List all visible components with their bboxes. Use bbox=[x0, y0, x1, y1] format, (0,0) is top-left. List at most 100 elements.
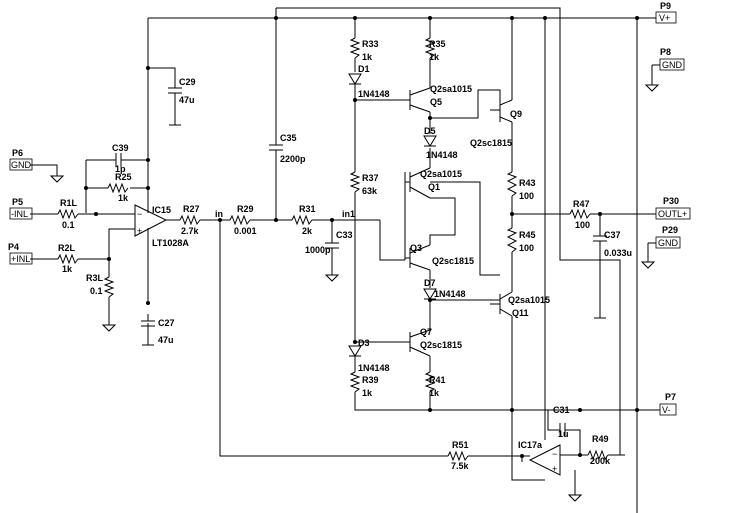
net-in1-label: in1 bbox=[342, 209, 355, 219]
q3-part: Q2sc1815 bbox=[432, 256, 474, 266]
r47-ref: R47 bbox=[573, 199, 590, 209]
r37-ref: R37 bbox=[362, 173, 379, 183]
c29-ref: C29 bbox=[179, 77, 196, 87]
ic15-ref: IC15 bbox=[152, 205, 171, 215]
r45-symbol bbox=[506, 227, 518, 253]
r45-ref: R45 bbox=[519, 230, 536, 240]
r27-value: 2.7k bbox=[181, 226, 200, 236]
r43-value: 100 bbox=[519, 191, 534, 201]
r49-ref: R49 bbox=[592, 434, 609, 444]
r33-value: 1k bbox=[362, 52, 373, 62]
port-p29-label: GND bbox=[658, 238, 679, 248]
c37-ref: C37 bbox=[604, 230, 621, 240]
r31-symbol bbox=[291, 214, 313, 226]
ic15-symbol bbox=[134, 204, 168, 237]
r29-symbol bbox=[229, 214, 251, 226]
r31-value: 2k bbox=[302, 226, 313, 236]
port-p30-label: OUTL+ bbox=[658, 209, 687, 219]
port-p30-name: P30 bbox=[663, 196, 679, 206]
c27-value: 47u bbox=[158, 335, 174, 345]
r35-value: 1k bbox=[429, 52, 440, 62]
transistor-symbols bbox=[405, 87, 513, 357]
r47-value: 100 bbox=[575, 220, 590, 230]
r37-value: 63k bbox=[362, 186, 378, 196]
r39-symbol bbox=[349, 371, 361, 393]
r41-ref: R41 bbox=[429, 375, 446, 385]
r33-symbol bbox=[349, 37, 361, 59]
r39-ref: R39 bbox=[362, 375, 379, 385]
c35-ref: C35 bbox=[280, 133, 297, 143]
r35-ref: R35 bbox=[429, 39, 446, 49]
d3-part: 1N4148 bbox=[358, 363, 390, 373]
c27-ref: C27 bbox=[158, 318, 175, 328]
d7-part: 1N4148 bbox=[434, 289, 466, 299]
d7-symbol bbox=[423, 288, 437, 300]
d1-part: 1N4148 bbox=[358, 89, 390, 99]
svg-text:−: − bbox=[552, 449, 557, 459]
resistor-symbols bbox=[57, 37, 609, 462]
q1-ref: Q1 bbox=[428, 182, 440, 192]
d5-part: 1N4148 bbox=[426, 150, 458, 160]
q1-part: Q2sa1015 bbox=[420, 169, 462, 179]
port-p6-name: P6 bbox=[12, 148, 23, 158]
port-p4-name: P4 bbox=[8, 242, 19, 252]
r51-ref: R51 bbox=[452, 440, 469, 450]
q7-ref: Q7 bbox=[420, 327, 432, 337]
q5-ref: Q5 bbox=[430, 97, 442, 107]
c33-ref: C33 bbox=[336, 230, 353, 240]
svg-text:+: + bbox=[552, 464, 557, 474]
r31-ref: R31 bbox=[299, 204, 316, 214]
c31-ref: C31 bbox=[553, 405, 570, 415]
svg-text:+: + bbox=[137, 226, 142, 236]
r37-symbol bbox=[349, 171, 361, 193]
q9-part: Q2sc1815 bbox=[470, 138, 512, 148]
port-boxes bbox=[9, 11, 691, 416]
r25-ref: R25 bbox=[115, 172, 132, 182]
r29-value: 0.001 bbox=[234, 226, 257, 236]
port-p9-name: P9 bbox=[660, 1, 671, 11]
r49-value: 200k bbox=[590, 456, 611, 466]
net-in-label: in bbox=[215, 209, 223, 219]
q7-part: Q2sc1815 bbox=[420, 340, 462, 350]
port-p9-label: V+ bbox=[659, 13, 670, 23]
d3-ref: D3 bbox=[358, 338, 370, 348]
d5-ref: D5 bbox=[424, 126, 436, 136]
capacitor-symbols bbox=[108, 80, 607, 437]
d1-ref: D1 bbox=[358, 64, 370, 74]
ic17-ref: IC17a bbox=[518, 440, 543, 450]
r1l-ref: R1L bbox=[60, 198, 78, 208]
port-p7-label: V- bbox=[662, 405, 671, 415]
ic15-part: LT1028A bbox=[152, 238, 189, 248]
d1-symbol bbox=[348, 73, 362, 85]
opamp-symbols: − + − + bbox=[134, 204, 561, 476]
q5-part: Q2sa1015 bbox=[430, 84, 472, 94]
port-p5-label: -INL bbox=[11, 209, 28, 219]
r47-symbol bbox=[569, 208, 591, 220]
port-p7-name: P7 bbox=[665, 392, 676, 402]
q11-part: Q2sa1015 bbox=[508, 295, 550, 305]
r41-symbol bbox=[424, 371, 436, 393]
r2l-symbol bbox=[57, 253, 79, 265]
r35-symbol bbox=[424, 37, 436, 59]
d5-symbol bbox=[423, 135, 437, 147]
svg-text:−: − bbox=[137, 209, 142, 219]
diode-symbols bbox=[348, 73, 437, 357]
c31-value: 1u bbox=[558, 429, 569, 439]
port-p29-name: P29 bbox=[662, 225, 678, 235]
r3l-value: 0.1 bbox=[90, 286, 103, 296]
r25-symbol bbox=[107, 182, 129, 194]
r45-value: 100 bbox=[519, 243, 534, 253]
c35-value: 2200p bbox=[280, 154, 306, 164]
r33-ref: R33 bbox=[362, 39, 379, 49]
r29-ref: R29 bbox=[237, 204, 254, 214]
r41-value: 1k bbox=[429, 388, 440, 398]
r27-symbol bbox=[179, 214, 201, 226]
r43-symbol bbox=[506, 171, 518, 197]
r1l-symbol bbox=[57, 208, 79, 220]
port-p8-name: P8 bbox=[660, 47, 671, 57]
r3l-ref: R3L bbox=[86, 273, 104, 283]
r27-ref: R27 bbox=[183, 204, 200, 214]
ic17-symbol bbox=[528, 444, 561, 476]
